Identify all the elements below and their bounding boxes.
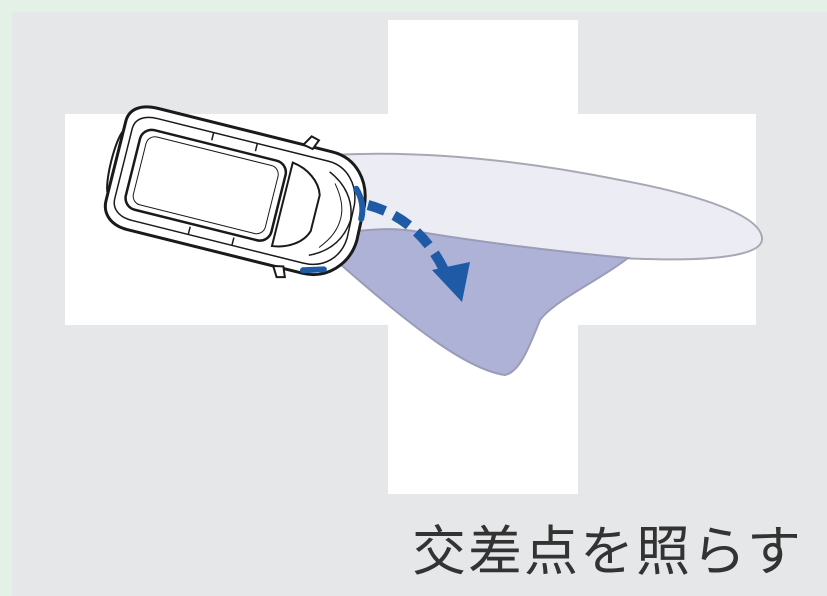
minivan-top-view-icon [103,105,367,279]
dashed-curved-arrow-icon [366,200,470,302]
intersection-diagram [65,20,764,494]
illustration-frame: 交差点を照らす [65,20,803,583]
diagram-caption: 交差点を照らす [412,520,803,583]
